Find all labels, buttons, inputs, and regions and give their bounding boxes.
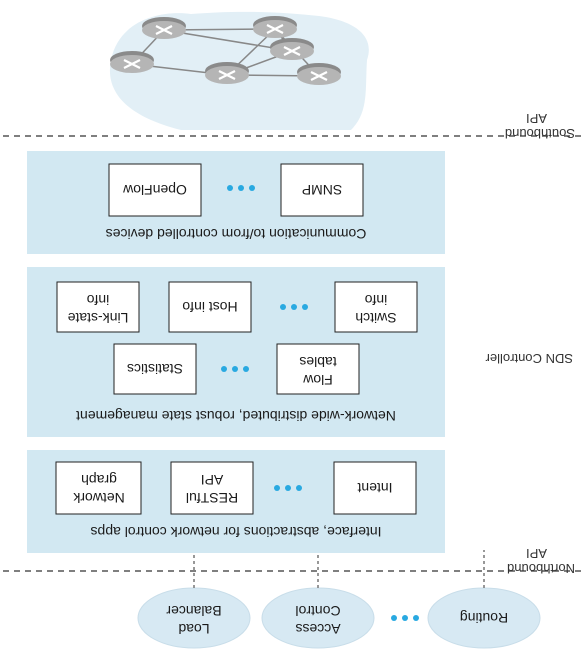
box-statistics: Statistics: [113, 343, 197, 395]
router-icon: [205, 62, 249, 84]
box-link-state-info: Link-state info: [56, 281, 140, 333]
app-connectors: [193, 550, 485, 588]
box-openflow: OpenFlow: [108, 163, 202, 217]
app-access-line1: Access: [295, 621, 340, 637]
ellipsis-dots-icon: [274, 485, 302, 491]
comm-layer: Communication to/from controlled devices…: [27, 151, 445, 254]
network-cloud: [109, 11, 369, 130]
box-restful-api: RESTful API: [170, 461, 254, 515]
interface-layer: Interface, abstractions for network cont…: [27, 450, 445, 553]
state-layer-title: Network-wide distributed, robust state m…: [76, 408, 396, 424]
box-link-state-line1: Link-state: [67, 310, 128, 326]
app-access-line2: Control: [295, 603, 340, 619]
box-openflow-label: OpenFlow: [122, 182, 187, 198]
interface-layer-title: Interface, abstractions for network cont…: [90, 524, 381, 540]
box-host-info-label: Host info: [182, 299, 237, 315]
sdn-controller-label: SDN Controller: [485, 351, 573, 366]
ellipsis-dots-icon: [391, 615, 419, 621]
box-switch-info: Switch info: [334, 281, 418, 333]
box-statistics-label: Statistics: [127, 361, 183, 377]
box-switch-info-line2: info: [365, 292, 388, 308]
box-restful-api-line2: API: [201, 472, 224, 488]
box-intent-label: Intent: [357, 480, 392, 496]
box-intent: Intent: [333, 461, 417, 515]
router-icon: [253, 16, 297, 38]
app-access-control: Access Control: [261, 587, 375, 649]
box-flow-tables-line2: tables: [299, 354, 336, 370]
southbound-api-label-2: API: [526, 111, 547, 126]
router-icon: [297, 63, 341, 85]
box-host-info: Host info: [168, 281, 252, 333]
ellipsis-dots-icon: [227, 185, 255, 191]
state-layer: Network-wide distributed, robust state m…: [27, 267, 445, 437]
box-network-graph: Network graph: [55, 461, 142, 515]
box-network-graph-line1: Network: [72, 490, 124, 506]
router-icon: [270, 38, 314, 60]
ellipsis-dots-icon: [280, 304, 308, 310]
southbound-api-label-1: Southbound: [505, 126, 575, 141]
router-icon: [142, 17, 186, 39]
app-load-line2: Balancer: [166, 603, 222, 619]
router-icon: [110, 51, 154, 73]
box-restful-api-line1: RESTful: [186, 490, 238, 506]
box-snmp-label: SNMP: [302, 182, 342, 198]
box-snmp: SNMP: [280, 163, 364, 217]
box-switch-info-line1: Switch: [355, 310, 396, 326]
app-load-balancer: Load Balancer: [137, 587, 251, 649]
northbound-api-label-2: API: [526, 546, 547, 561]
northbound-api-label-1: Northbound: [507, 561, 575, 576]
app-routing-label: Routing: [460, 610, 508, 626]
box-flow-tables-line1: Flow: [302, 372, 332, 388]
comm-layer-title: Communication to/from controlled devices: [106, 226, 367, 242]
app-routing: Routing: [427, 587, 541, 649]
box-network-graph-line2: graph: [81, 472, 117, 488]
app-load-line1: Load: [178, 621, 209, 637]
box-flow-tables: Flow tables: [276, 343, 360, 395]
ellipsis-dots-icon: [221, 366, 249, 372]
box-link-state-line2: info: [87, 292, 110, 308]
